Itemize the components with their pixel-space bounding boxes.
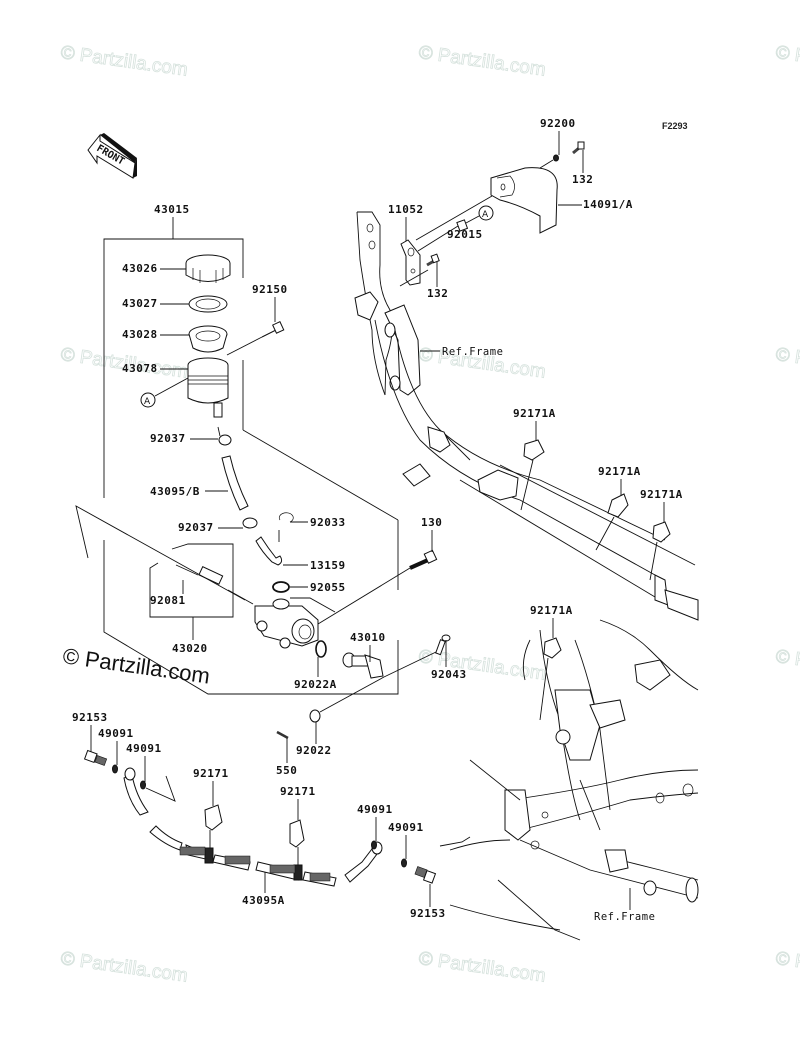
part-43095b-hose bbox=[221, 455, 249, 511]
part-43010-clevis bbox=[342, 652, 384, 679]
part-label-132-top[interactable]: 132 bbox=[572, 173, 593, 186]
watermark: © Partzilla.com bbox=[59, 42, 189, 81]
watermark: © Partzilla.com bbox=[417, 42, 547, 81]
part-label-550[interactable]: 550 bbox=[276, 764, 297, 777]
part-49091-gasket-1 bbox=[112, 764, 118, 774]
part-49091-gasket-4 bbox=[401, 858, 407, 868]
frame-reference bbox=[354, 211, 699, 941]
part-label-92171-2[interactable]: 92171 bbox=[280, 785, 316, 798]
part-43078-reservoir bbox=[187, 357, 229, 418]
part-92171A-clamp-3 bbox=[652, 521, 671, 543]
part-label-92150[interactable]: 92150 bbox=[252, 283, 288, 296]
part-label-132-lower[interactable]: 132 bbox=[427, 287, 448, 300]
watermark: © Partzilla.com bbox=[774, 646, 800, 685]
part-label-43026[interactable]: 43026 bbox=[122, 262, 158, 275]
part-label-92022a[interactable]: 92022A bbox=[294, 678, 337, 691]
watermark: © Partzilla.com bbox=[59, 948, 189, 987]
part-label-92037-upper[interactable]: 92037 bbox=[150, 432, 186, 445]
part-92081-spring bbox=[175, 564, 224, 585]
part-label-92033[interactable]: 92033 bbox=[310, 516, 346, 529]
part-92055-oring bbox=[272, 581, 290, 593]
part-92171A-clamp-4 bbox=[543, 637, 562, 659]
part-label-49091-3[interactable]: 49091 bbox=[357, 803, 393, 816]
part-92171-clamp-2 bbox=[289, 819, 305, 848]
callout-a-text: A bbox=[482, 210, 489, 220]
part-label-43020[interactable]: 43020 bbox=[172, 642, 208, 655]
part-label-92171A-1[interactable]: 92171A bbox=[513, 407, 556, 420]
part-label-92171-1[interactable]: 92171 bbox=[193, 767, 229, 780]
part-label-43028[interactable]: 43028 bbox=[122, 328, 158, 341]
part-132-bolt-lower bbox=[426, 253, 440, 267]
part-49091-gasket-2 bbox=[140, 780, 146, 790]
part-92033-circlip bbox=[278, 512, 294, 523]
part-43095a-brake-hose bbox=[123, 767, 383, 887]
part-92153-banjo-bolt-right bbox=[414, 866, 437, 884]
part-43028-diaphragm bbox=[188, 325, 228, 353]
part-label-43078[interactable]: 43078 bbox=[122, 362, 158, 375]
part-label-92153-left[interactable]: 92153 bbox=[72, 711, 108, 724]
part-label-92022[interactable]: 92022 bbox=[296, 744, 332, 757]
part-43026-cap bbox=[185, 254, 231, 283]
part-550-cotter-pin bbox=[276, 730, 289, 740]
part-92037-clamp-lower bbox=[242, 517, 258, 529]
part-92022-washer bbox=[309, 709, 321, 723]
part-label-92043[interactable]: 92043 bbox=[431, 668, 467, 681]
part-92200-washer bbox=[553, 154, 559, 162]
assembly-43015-bracket: 43015 bbox=[103, 203, 399, 695]
part-label-92171A-4[interactable]: 92171A bbox=[530, 604, 573, 617]
part-label-92200[interactable]: 92200 bbox=[540, 117, 576, 130]
part-label-92171A-2[interactable]: 92171A bbox=[598, 465, 641, 478]
watermark: © Partzilla.com bbox=[417, 948, 547, 987]
part-13159-elbow bbox=[255, 536, 283, 566]
part-92171A-clamp-1 bbox=[523, 439, 545, 461]
callout-a-left: A bbox=[140, 377, 189, 408]
part-label-43027[interactable]: 43027 bbox=[122, 297, 158, 310]
part-label-92081[interactable]: 92081 bbox=[150, 594, 186, 607]
part-label-49091-1[interactable]: 49091 bbox=[98, 727, 134, 740]
part-11052-bracket bbox=[400, 239, 421, 286]
part-label-13159[interactable]: 13159 bbox=[310, 559, 346, 572]
part-label-43015[interactable]: 43015 bbox=[154, 203, 190, 216]
subassembly-43020 bbox=[149, 543, 234, 640]
part-92171A-clamp-2 bbox=[607, 493, 629, 518]
watermark: © Partzilla.com bbox=[774, 948, 800, 987]
part-132-bolt-top bbox=[572, 141, 585, 155]
part-label-92055[interactable]: 92055 bbox=[310, 581, 346, 594]
part-label-92171A-3[interactable]: 92171A bbox=[640, 488, 683, 501]
part-92150-bolt bbox=[261, 321, 285, 338]
part-92171-clamp-1 bbox=[204, 804, 223, 831]
part-label-11052[interactable]: 11052 bbox=[388, 203, 424, 216]
part-14091a-cover bbox=[490, 167, 558, 234]
part-label-92153-right[interactable]: 92153 bbox=[410, 907, 446, 920]
part-92037-clamp-upper bbox=[217, 426, 232, 446]
part-label-43095b[interactable]: 43095/B bbox=[150, 485, 200, 498]
callout-a-text: A bbox=[144, 397, 151, 407]
part-43027-plate bbox=[188, 295, 228, 313]
part-label-49091-4[interactable]: 49091 bbox=[388, 821, 424, 834]
callout-a-right: A bbox=[465, 205, 494, 224]
part-label-43010[interactable]: 43010 bbox=[350, 631, 386, 644]
ref-frame-label-upper: Ref.Frame bbox=[442, 346, 503, 358]
part-label-92015[interactable]: 92015 bbox=[447, 228, 483, 241]
part-130-bolt bbox=[409, 549, 438, 570]
part-label-43095a[interactable]: 43095A bbox=[242, 894, 285, 907]
ref-frame-label-lower: Ref.Frame bbox=[594, 911, 655, 923]
front-arrow-icon: FRONT bbox=[87, 133, 137, 179]
figure-id: F2293 bbox=[662, 121, 688, 131]
part-label-49091-2[interactable]: 49091 bbox=[126, 742, 162, 755]
part-92153-banjo-bolt-left bbox=[83, 749, 108, 766]
part-label-92037-lower[interactable]: 92037 bbox=[178, 521, 214, 534]
watermark: © Partzilla.com bbox=[774, 42, 800, 81]
part-master-cylinder-body bbox=[254, 598, 319, 649]
part-49091-gasket-3 bbox=[371, 840, 377, 850]
part-label-14091a[interactable]: 14091/A bbox=[583, 198, 633, 211]
part-label-130[interactable]: 130 bbox=[421, 516, 442, 529]
watermark: © Partzilla.com bbox=[774, 344, 800, 383]
part-92022a-snapring bbox=[315, 640, 327, 658]
part-92015-collar bbox=[456, 219, 469, 232]
